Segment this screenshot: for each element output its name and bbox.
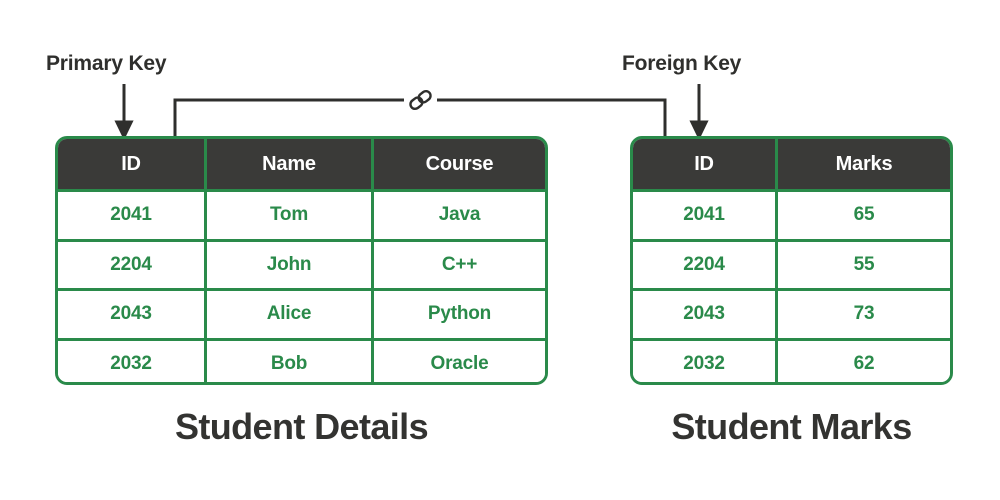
cell-id: 2041: [110, 204, 152, 226]
table-header-row: ID Marks: [633, 139, 950, 189]
table-row: 2041 65: [633, 189, 950, 239]
table-row: 2043 Alice Python: [58, 288, 545, 338]
table-row: 2032 62: [633, 337, 950, 382]
table-row: 2043 73: [633, 288, 950, 338]
relationship-line-left: [173, 98, 404, 136]
column-header-name: Name: [204, 139, 371, 189]
column-header-course: Course: [371, 139, 545, 189]
cell-course: Oracle: [371, 340, 545, 382]
column-header-id: ID: [694, 152, 714, 175]
cell-id: 2041: [683, 204, 725, 226]
table-student-details: ID Name Course 2041 Tom Java 2204 John C…: [55, 136, 548, 385]
cell-marks: 55: [775, 241, 950, 288]
foreign-key-label: Foreign Key: [622, 52, 742, 75]
table-header-row: ID Name Course: [58, 139, 545, 189]
cell-name: Bob: [204, 340, 371, 382]
cell-marks: 73: [775, 291, 950, 338]
cell-id: 2032: [683, 352, 725, 374]
relationship-line-right: [437, 98, 667, 136]
cell-course: Python: [371, 291, 545, 338]
table-row: 2204 55: [633, 238, 950, 288]
cell-marks: 65: [775, 192, 950, 239]
cell-id: 2204: [683, 253, 725, 275]
table-row: 2204 John C++: [58, 238, 545, 288]
primary-key-label: Primary Key: [46, 52, 167, 75]
link-chain-icon: [409, 89, 432, 111]
table-row: 2032 Bob Oracle: [58, 337, 545, 382]
table-row: 2041 Tom Java: [58, 189, 545, 239]
cell-name: Tom: [204, 192, 371, 239]
column-header-marks: Marks: [775, 139, 950, 189]
cell-id: 2204: [110, 253, 152, 275]
table-student-marks: ID Marks 2041 65 2204 55 2043 73 2032 62: [630, 136, 953, 385]
cell-name: Alice: [204, 291, 371, 338]
column-header-id: ID: [121, 152, 141, 175]
cell-id: 2043: [683, 303, 725, 325]
cell-id: 2032: [110, 352, 152, 374]
caption-student-marks: Student Marks: [671, 406, 912, 447]
cell-course: Java: [371, 192, 545, 239]
cell-name: John: [204, 241, 371, 288]
caption-student-details: Student Details: [174, 406, 429, 447]
cell-marks: 62: [775, 340, 950, 382]
cell-id: 2043: [110, 303, 152, 325]
cell-course: C++: [371, 241, 545, 288]
